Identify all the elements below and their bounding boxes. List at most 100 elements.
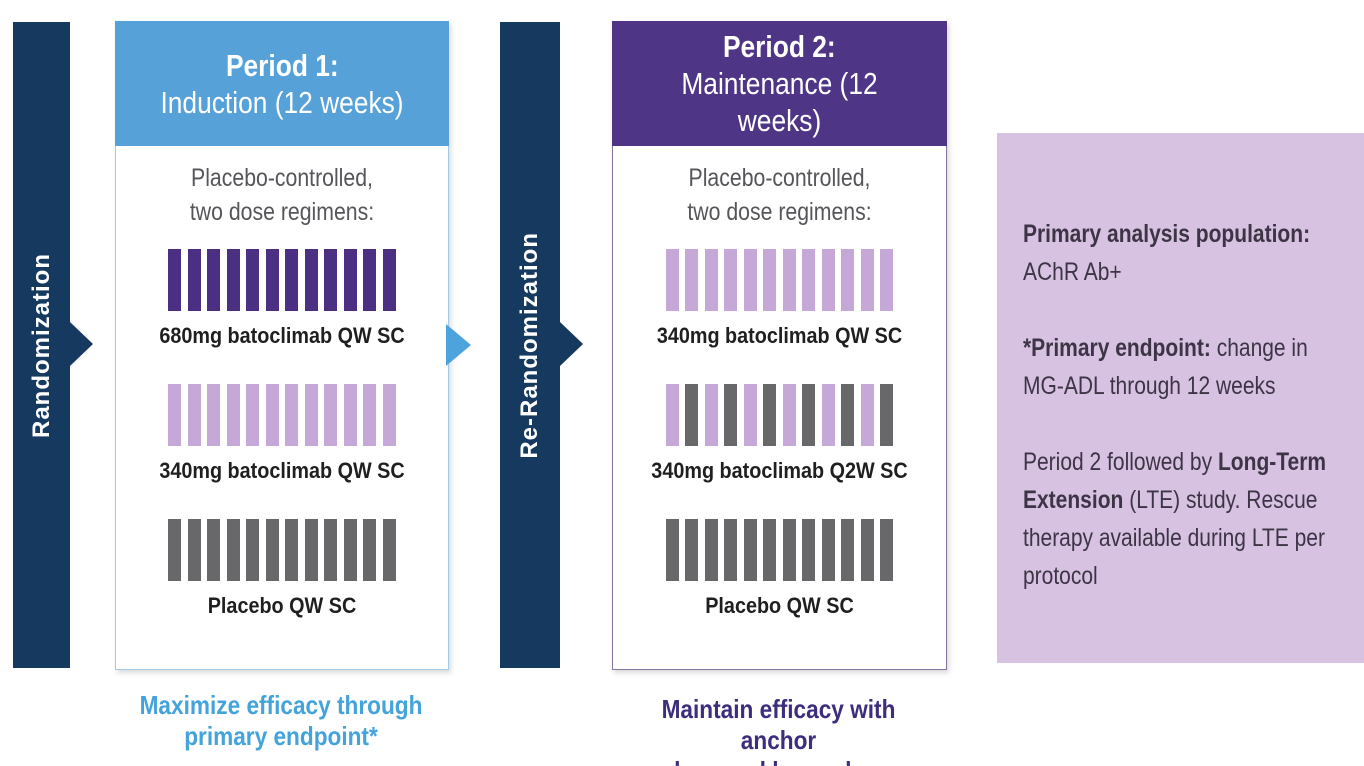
dose-bar [304,519,318,581]
dose-bar [704,519,718,581]
dose-bars [613,249,946,311]
period1-description: Placebo-controlled, two dose regimens: [116,161,448,229]
treatment-arm: Placebo QW SC [613,519,946,620]
dose-bar [841,519,855,581]
rerandomization-label: Re-Randomization [516,231,543,459]
dose-bar [724,384,738,446]
dose-bar [265,384,279,446]
dose-bar [841,249,855,311]
dose-bar [246,384,260,446]
dose-bar [187,519,201,581]
dose-bar [802,384,816,446]
dose-bar [168,519,182,581]
dose-bar [841,384,855,446]
dose-bar [802,249,816,311]
randomization-bar: Randomization [13,22,93,668]
dose-bar [207,249,221,311]
dose-bars [116,384,448,446]
info-paragraph: *Primary endpoint: change in MG-ADL thro… [1023,334,1314,400]
randomization-arrow-icon [70,322,93,366]
dose-bar [704,249,718,311]
dose-bar [763,519,777,581]
dose-bars [116,519,448,581]
dose-bar [763,249,777,311]
period2-box: Period 2: Maintenance (12 weeks) Placebo… [612,21,947,670]
dose-bar [226,249,240,311]
dose-bar [382,384,396,446]
dose-bar [724,519,738,581]
arm-label: 340mg batoclimab QW SC [656,323,903,348]
dose-bar [382,519,396,581]
dose-bar [802,519,816,581]
dose-bar [821,249,835,311]
period2-caption-line2: dose and lower dose [634,756,924,766]
treatment-arm: 680mg batoclimab QW SC [116,249,448,350]
dose-bar [226,519,240,581]
period1-header-subtitle: Induction (12 weeks) [160,84,404,120]
arm-label: Placebo QW SC [207,593,357,618]
dose-bar [724,249,738,311]
dose-bar [743,249,757,311]
period2-arms: 340mg batoclimab QW SC 340mg batoclimab Q… [613,249,946,620]
info-panel-text: Primary analysis population: AChR Ab+ *Pr… [1023,215,1344,633]
dose-bar [285,519,299,581]
dose-bar [168,384,182,446]
period1-description-line1: Placebo-controlled, [191,164,373,192]
dose-bar [324,519,338,581]
dose-bar [246,249,260,311]
dose-bar [821,384,835,446]
period1-header: Period 1: Induction (12 weeks) [115,21,449,146]
dose-bar [207,519,221,581]
dose-bar [265,519,279,581]
dose-bar [880,384,894,446]
dose-bar [860,384,874,446]
dose-bar [382,249,396,311]
dose-bar [343,519,357,581]
dose-bar [860,519,874,581]
period1-box: Period 1: Induction (12 weeks) Placebo-c… [115,21,449,670]
dose-bar [880,519,894,581]
period1-caption-line2: primary endpoint* [184,721,378,751]
dose-bar [704,384,718,446]
dose-bar [860,249,874,311]
treatment-arm: 340mg batoclimab QW SC [613,249,946,350]
dose-bar [880,249,894,311]
arm-label: 340mg batoclimab QW SC [159,458,405,483]
period2-description-line1: Placebo-controlled, [688,164,871,192]
period1-title: Period 1: [225,47,339,83]
dose-bar [363,519,377,581]
period1-caption-line1: Maximize efficacy through [139,690,423,720]
period2-description-line2: two dose regimens: [687,198,872,226]
dose-bar [363,249,377,311]
dose-bar [324,384,338,446]
arm-label: Placebo QW SC [705,593,854,618]
dose-bar [168,249,182,311]
treatment-arm: 340mg batoclimab Q2W SC [613,384,946,485]
dose-bar [685,249,699,311]
period1-arms: 680mg batoclimab QW SC 340mg batoclimab Q… [116,249,448,620]
dose-bars [116,249,448,311]
dose-bar [685,384,699,446]
dose-bar [782,249,796,311]
dose-bar [187,249,201,311]
dose-bar [363,384,377,446]
dose-bar [324,249,338,311]
dose-bar [782,384,796,446]
rerandomization-arrow-icon [560,322,583,366]
rerandomization-bar: Re-Randomization [500,22,583,668]
period1-caption: Maximize efficacy through primary endpoi… [137,690,426,752]
dose-bar [665,384,679,446]
dose-bar [743,384,757,446]
dose-bar [285,249,299,311]
period1-description-line2: two dose regimens: [189,198,375,226]
randomization-label: Randomization [27,252,55,438]
dose-bar [304,384,318,446]
dose-bar [343,384,357,446]
info-paragraph: Primary analysis population: AChR Ab+ [1023,220,1311,286]
period2-caption: Maintain efficacy with anchor dose and l… [634,694,924,766]
dose-bar [665,249,679,311]
treatment-arm: 340mg batoclimab QW SC [116,384,448,485]
treatment-arm: Placebo QW SC [116,519,448,620]
dose-bar [782,519,796,581]
